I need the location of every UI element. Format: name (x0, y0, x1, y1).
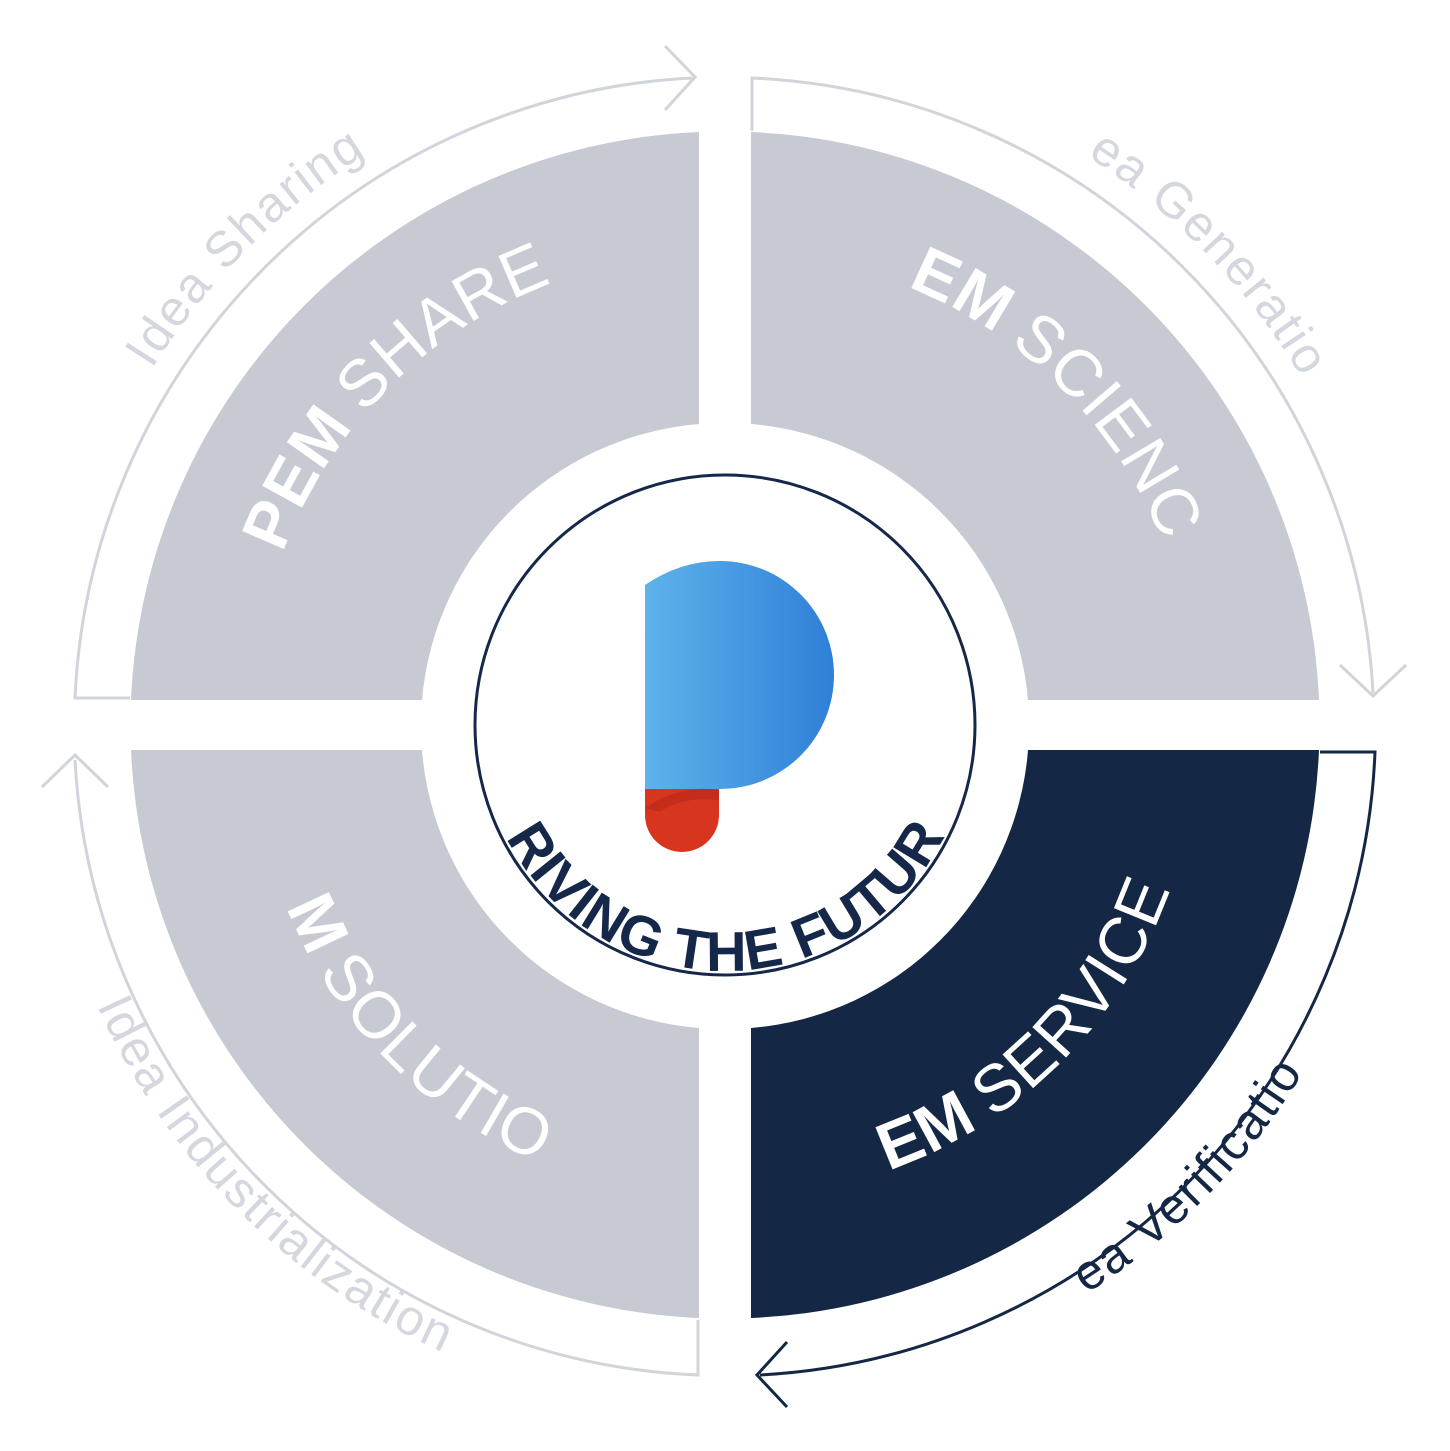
logo-curl (645, 788, 719, 812)
arrow-idea-verification[interactable] (754, 750, 1377, 1409)
logo-bowl (645, 561, 834, 789)
segment-pem-share (131, 132, 699, 700)
arrow-idea-generation (750, 76, 1408, 699)
segment-pem-solutions (131, 750, 699, 1318)
arrow-idea-sharing (73, 44, 698, 700)
arrowhead-icon (40, 752, 110, 789)
arrowhead-icon (1338, 663, 1408, 699)
arrowhead-icon (663, 44, 698, 112)
segment-pem-science (751, 132, 1319, 700)
arrow-idea-industrialization (40, 752, 700, 1377)
segment-pem-services (751, 750, 1319, 1318)
arrowhead-icon (754, 1340, 789, 1409)
pem-p-logo-icon (645, 561, 834, 852)
